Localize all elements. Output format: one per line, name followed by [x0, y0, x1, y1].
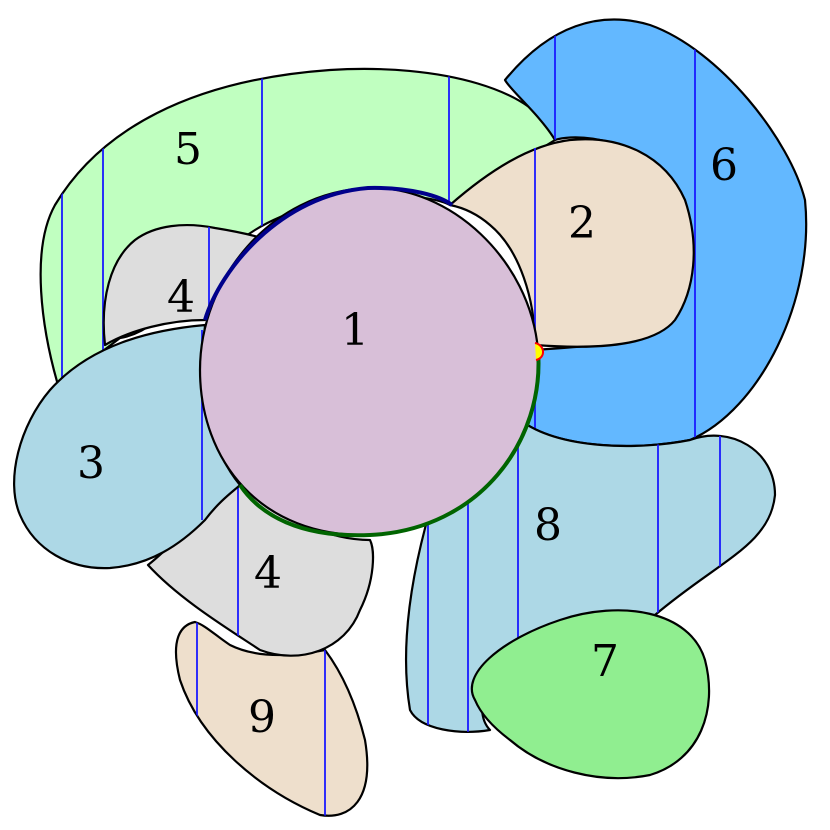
region-3-label: 3 [77, 438, 105, 489]
region-8-hatching [427, 420, 721, 732]
region-6-label: 6 [710, 140, 738, 191]
region-7-shape [470, 609, 711, 780]
region-7-label: 7 [591, 636, 619, 687]
region-9-shape [175, 620, 369, 817]
region-1-edge-marker [534, 342, 544, 361]
region-7 [470, 609, 711, 780]
region-2-label: 2 [568, 198, 596, 249]
region-2-shape [448, 138, 695, 348]
region-1-label: 1 [341, 305, 369, 356]
region-4-lower-label: 4 [254, 548, 282, 599]
region-1-right-border [238, 349, 541, 538]
region-1 [198, 185, 544, 538]
region-4-upper-label: 4 [167, 272, 195, 323]
region-5-label: 5 [174, 124, 202, 175]
region-9-label: 9 [248, 692, 276, 743]
region-2 [448, 138, 695, 348]
region-1-top-border [203, 185, 454, 321]
region-8-label: 8 [534, 500, 562, 551]
